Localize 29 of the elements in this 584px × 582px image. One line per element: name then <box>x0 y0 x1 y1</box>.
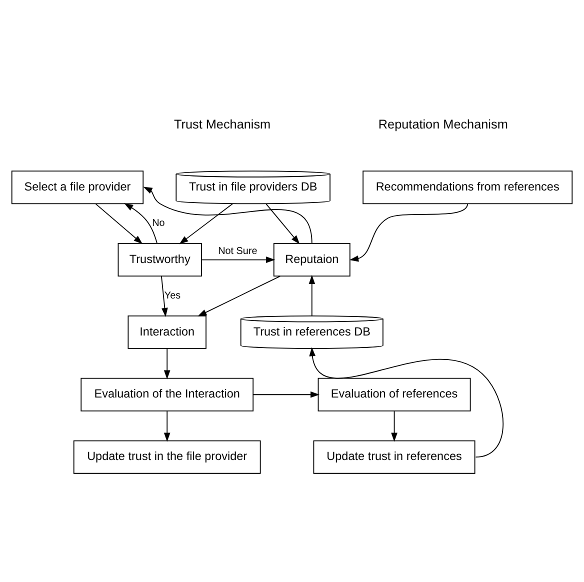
node-box: Interaction <box>128 315 206 349</box>
arrow <box>124 203 158 244</box>
arrow <box>266 203 300 244</box>
arrow <box>198 276 281 316</box>
node-box: Select a file provider <box>11 170 144 204</box>
arrow <box>201 256 276 263</box>
label: Trust Mechanism <box>174 117 271 132</box>
edge-label: Yes <box>164 290 181 302</box>
node-box: Trustworthy <box>118 243 202 277</box>
arrow <box>349 203 468 262</box>
node-box: Update trust in the file provider <box>73 440 261 474</box>
arrow <box>309 347 504 458</box>
arrow <box>161 276 168 318</box>
arrow <box>164 410 170 442</box>
edge-label: No <box>152 218 165 230</box>
arrow <box>164 348 170 380</box>
arrow <box>179 203 234 244</box>
node-box: Evaluation of references <box>318 378 471 412</box>
edge-label: Not Sure <box>218 246 258 258</box>
node-box: Reputaion <box>273 243 350 277</box>
arrow <box>391 410 398 442</box>
node-box: Recommendations from references <box>362 170 573 204</box>
label: Reputation Mechanism <box>378 117 508 132</box>
node-box: Evaluation of the Interaction <box>80 378 254 412</box>
node-box: Update trust in references <box>313 440 476 474</box>
arrow <box>143 186 312 244</box>
arrow <box>95 203 143 244</box>
arrow <box>308 274 316 316</box>
arrow <box>252 391 320 398</box>
